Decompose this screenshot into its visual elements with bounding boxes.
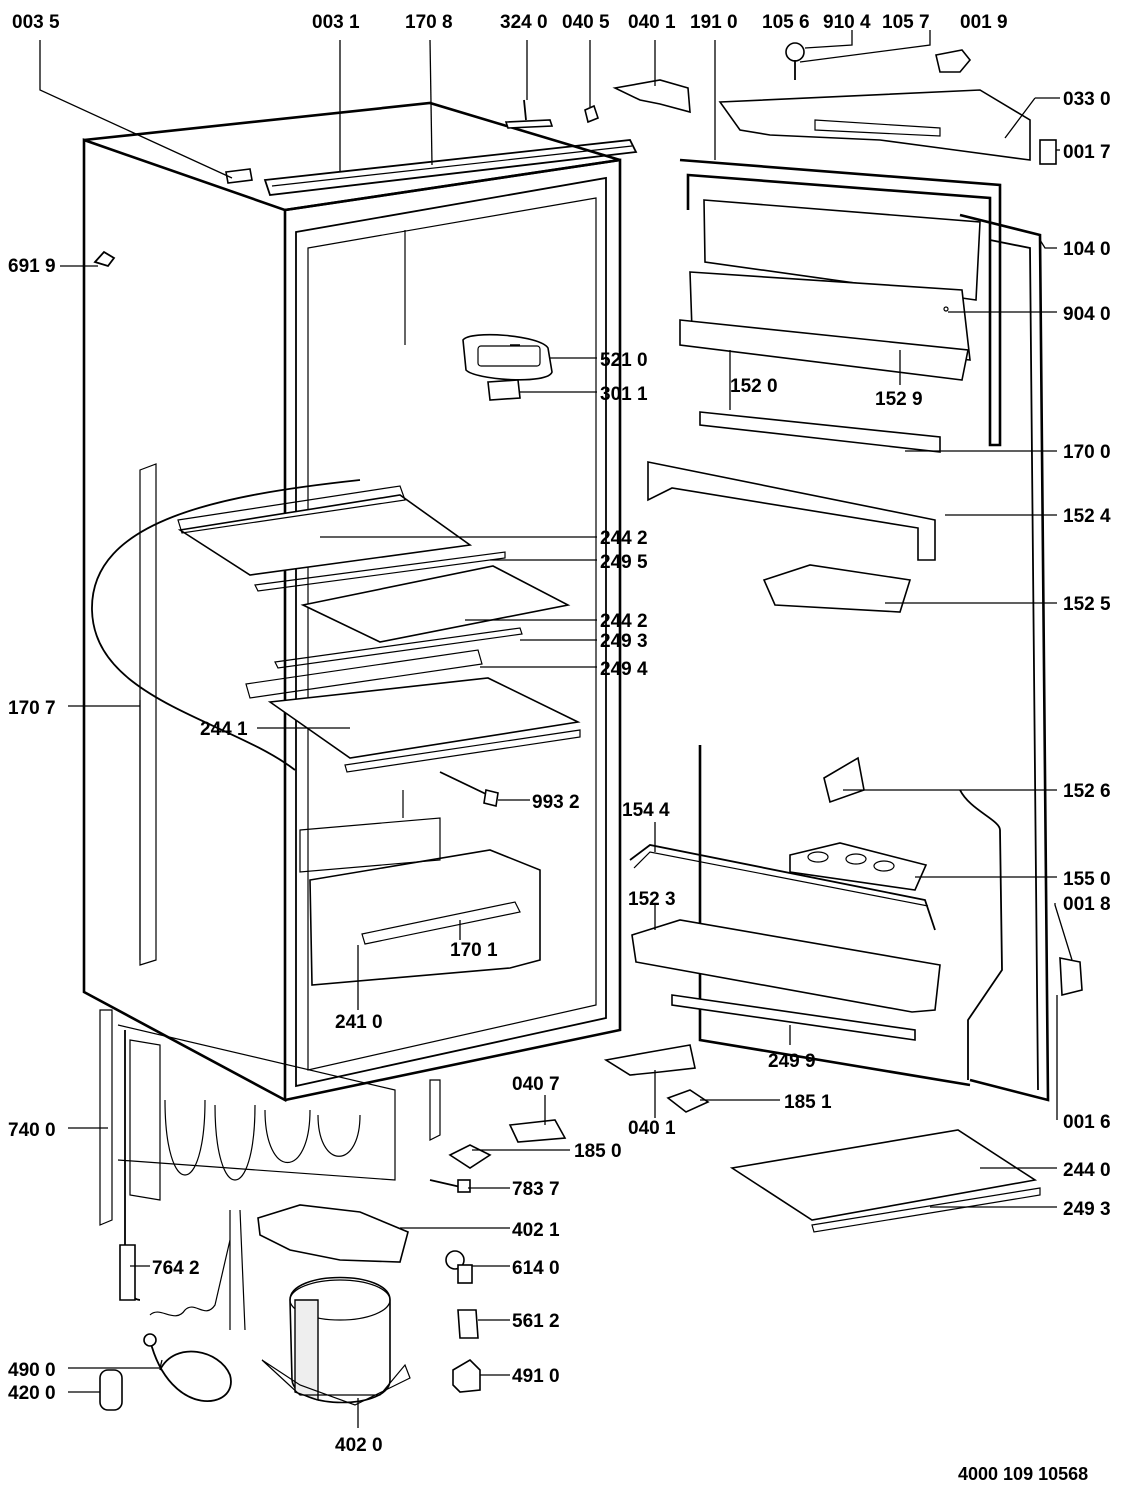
label-7837: 783 7	[512, 1179, 560, 1200]
label-3011: 301 1	[600, 384, 648, 405]
label-2493a: 249 3	[600, 631, 648, 652]
label-0407: 040 7	[512, 1074, 560, 1095]
label-1910: 191 0	[690, 12, 738, 33]
label-1524: 152 4	[1063, 506, 1111, 527]
label-1708: 170 8	[405, 12, 453, 33]
label-2499: 249 9	[768, 1051, 816, 1072]
label-1057: 105 7	[882, 12, 930, 33]
label-0401b: 040 1	[628, 1118, 676, 1139]
label-0017: 001 7	[1063, 142, 1111, 163]
label-2442a: 244 2	[600, 528, 648, 549]
label-0035: 003 5	[12, 12, 60, 33]
label-9040: 904 0	[1063, 304, 1111, 325]
label-1700: 170 0	[1063, 442, 1111, 463]
label-7400: 740 0	[8, 1120, 56, 1141]
label-1850: 185 0	[574, 1141, 622, 1162]
label-6919: 691 9	[8, 256, 56, 277]
label-1040: 104 0	[1063, 239, 1111, 260]
label-2493b: 249 3	[1063, 1199, 1111, 1220]
label-4021: 402 1	[512, 1220, 560, 1241]
label-2410: 241 0	[335, 1012, 383, 1033]
label-9104: 910 4	[823, 12, 871, 33]
label-9932: 993 2	[532, 792, 580, 813]
label-0405: 040 5	[562, 12, 610, 33]
cabinet-drawing	[82, 101, 638, 1411]
label-0401a: 040 1	[628, 12, 676, 33]
label-0018: 001 8	[1063, 894, 1111, 915]
label-0031: 003 1	[312, 12, 360, 33]
document-reference-number: 4000 109 10568	[958, 1464, 1088, 1484]
part-labels: 003 5 003 1 170 8 324 0 040 5 040 1 191 …	[8, 12, 1111, 1484]
label-4020: 402 0	[335, 1435, 383, 1456]
label-5210: 521 0	[600, 350, 648, 371]
label-0019: 001 9	[960, 12, 1008, 33]
label-0330: 033 0	[1063, 89, 1111, 110]
label-0016: 001 6	[1063, 1112, 1111, 1133]
label-4200: 420 0	[8, 1383, 56, 1404]
leader-lines	[39, 30, 1073, 1428]
label-1529: 152 9	[875, 389, 923, 410]
label-1707: 170 7	[8, 698, 56, 719]
label-1701: 170 1	[450, 940, 498, 961]
label-2440: 244 0	[1063, 1160, 1111, 1181]
label-1525: 152 5	[1063, 594, 1111, 615]
label-5612: 561 2	[512, 1311, 560, 1332]
label-2494: 249 4	[600, 659, 648, 680]
label-1550: 155 0	[1063, 869, 1111, 890]
label-4910: 491 0	[512, 1366, 560, 1387]
label-1056: 105 6	[762, 12, 810, 33]
label-2442b: 244 2	[600, 611, 648, 632]
label-2441: 244 1	[200, 719, 248, 740]
label-1523: 152 3	[628, 889, 676, 910]
label-1851: 185 1	[784, 1092, 832, 1113]
label-3240: 324 0	[500, 12, 548, 33]
label-6140: 614 0	[512, 1258, 560, 1279]
label-2495: 249 5	[600, 552, 648, 573]
label-7642: 764 2	[152, 1258, 200, 1279]
label-4900: 490 0	[8, 1360, 56, 1381]
door-drawing	[504, 42, 1083, 1233]
label-1520: 152 0	[730, 376, 778, 397]
label-1526: 152 6	[1063, 781, 1111, 802]
label-1544: 154 4	[622, 800, 670, 821]
